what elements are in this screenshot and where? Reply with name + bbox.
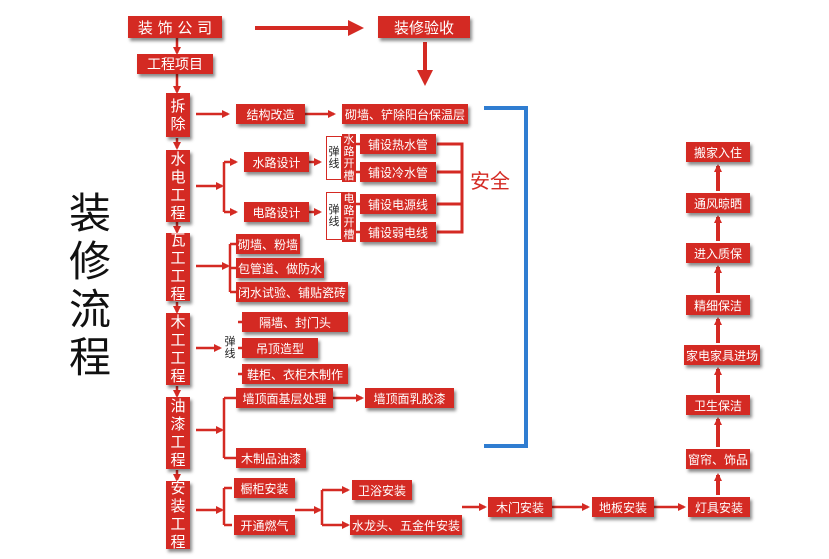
safety-label: 安全 xyxy=(470,169,510,193)
cold-pipe-box: 铺设冷水管 xyxy=(360,162,436,182)
title-char: 修 xyxy=(68,237,111,286)
floor-box: 地板安装 xyxy=(592,497,654,517)
masonry-item: 砌墙、粉墙 xyxy=(236,234,300,254)
structure-box: 结构改造 xyxy=(236,104,305,124)
electric-slot-box: 电路开槽 xyxy=(342,192,356,242)
door-box: 木门安装 xyxy=(488,497,552,517)
chain-cleaning: 卫生保洁 xyxy=(686,395,750,415)
stage-painting: 油漆工程 xyxy=(166,397,190,469)
chain-ventilation: 通风晾晒 xyxy=(686,193,750,213)
weak-wire-box: 铺设弱电线 xyxy=(360,222,436,242)
title-char: 流 xyxy=(68,285,111,334)
water-slot-box: 水路开槽 xyxy=(342,133,356,182)
stage-masonry: 瓦工工程 xyxy=(166,231,190,303)
chain-warranty: 进入质保 xyxy=(686,243,750,263)
cabinet-box: 橱柜安装 xyxy=(234,478,295,498)
stage-installation: 安装工程 xyxy=(166,479,190,551)
carpentry-item: 隔墙、封门头 xyxy=(242,312,348,332)
stage-demolition: 拆除 xyxy=(166,93,190,137)
acceptance-box: 装修验收 xyxy=(378,16,470,38)
stage-plumbing-electrical: 水电工程 xyxy=(166,150,190,222)
title-char: 程 xyxy=(68,333,111,382)
demolition-detail-box: 砌墙、铲除阳台保温层 xyxy=(342,104,468,124)
electric-design-box: 电路设计 xyxy=(244,202,309,222)
carpentry-item: 鞋柜、衣柜木制作 xyxy=(242,364,348,384)
title-char: 装 xyxy=(68,189,111,238)
hot-pipe-box: 铺设热水管 xyxy=(360,134,436,154)
lamp-box: 灯具安装 xyxy=(688,497,750,517)
chain-fine-cleaning: 精细保洁 xyxy=(686,295,750,315)
bathroom-box: 卫浴安装 xyxy=(352,480,412,500)
chain-appliances: 家电家具进场 xyxy=(684,345,760,365)
snap-line-carpentry: 弹线 xyxy=(222,324,238,372)
paint-latex-box: 墙顶面乳胶漆 xyxy=(365,388,454,408)
project-box: 工程项目 xyxy=(137,54,213,74)
page-title: 装 修 流 程 xyxy=(60,190,120,382)
faucet-box: 水龙头、五金件安装 xyxy=(350,515,462,535)
gas-box: 开通燃气 xyxy=(234,515,295,535)
paint-wood-box: 木制品油漆 xyxy=(236,448,306,468)
stage-carpentry: 木工工程 xyxy=(166,313,190,385)
snap-line-water: 弹线 xyxy=(326,136,342,180)
snap-line-electric: 弹线 xyxy=(326,192,342,240)
masonry-item: 闭水试验、铺贴瓷砖 xyxy=(236,282,348,302)
water-design-box: 水路设计 xyxy=(244,152,309,172)
chain-curtain: 窗帘、饰品 xyxy=(686,449,750,469)
company-box: 装 饰 公 司 xyxy=(128,16,222,38)
carpentry-item: 吊顶造型 xyxy=(242,338,318,358)
chain-move-in: 搬家入住 xyxy=(686,142,750,162)
blue-bracket xyxy=(484,106,528,448)
masonry-item: 包管道、做防水 xyxy=(236,258,324,278)
power-wire-box: 铺设电源线 xyxy=(360,194,436,214)
paint-base-box: 墙顶面基层处理 xyxy=(236,388,333,408)
